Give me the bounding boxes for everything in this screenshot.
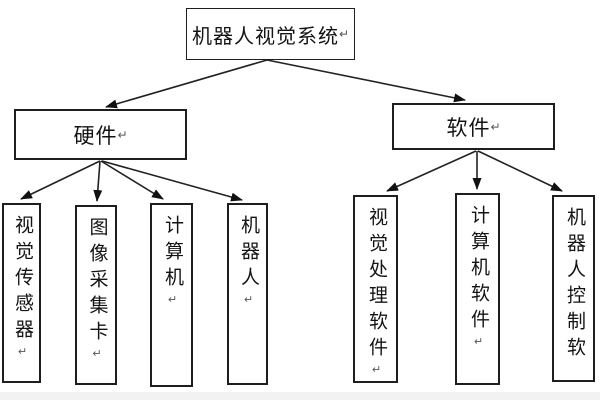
node-image-capture-card: 图像采集卡↵ xyxy=(75,205,117,385)
root-node-label: 机器人视觉系统 xyxy=(191,25,339,48)
paragraph-mark: ↵ xyxy=(241,293,254,306)
edge-root-software xyxy=(266,59,466,103)
paragraph-mark: ↵ xyxy=(90,347,103,360)
paragraph-mark: ↵ xyxy=(15,345,28,358)
node-root: 机器人视觉系统↵ xyxy=(186,8,355,60)
computer-label: 计算机 xyxy=(161,215,183,293)
vision-sensor-label: 视觉传感器 xyxy=(11,215,33,345)
edge-software-vision xyxy=(386,150,477,192)
node-software: 软件↵ xyxy=(392,103,555,150)
node-robot: 机器人↵ xyxy=(227,203,268,385)
paragraph-mark: ↵ xyxy=(369,363,382,376)
edge-hardware-capture xyxy=(93,160,103,202)
paragraph-mark: ↵ xyxy=(471,335,484,348)
image-capture-card-label: 图像采集卡 xyxy=(86,217,108,347)
node-robot-control-software: 机器人控制软 xyxy=(552,195,595,382)
edge-hardware-sensor xyxy=(20,160,101,200)
paragraph-mark: ↵ xyxy=(338,27,350,41)
node-computer: 计算机↵ xyxy=(150,203,193,387)
scan-artifact-band xyxy=(0,392,600,400)
paragraph-mark: ↵ xyxy=(117,127,128,142)
vision-processing-software-label: 视觉处理软件 xyxy=(365,207,387,363)
edge-software-control xyxy=(477,150,563,192)
paragraph-mark: ↵ xyxy=(490,119,501,134)
edge-hardware-robot xyxy=(101,160,243,202)
node-vision-sensor: 视觉传感器↵ xyxy=(2,203,41,383)
node-vision-processing-software: 视觉处理软件↵ xyxy=(353,195,398,383)
hardware-node-label: 硬件 xyxy=(73,124,118,148)
edge-root-hardware xyxy=(105,59,268,109)
robot-label: 机器人 xyxy=(237,215,259,293)
software-node-label: 软件 xyxy=(446,116,491,140)
paragraph-mark: ↵ xyxy=(165,293,178,306)
robot-control-software-label: 机器人控制软 xyxy=(563,207,585,363)
node-hardware: 硬件↵ xyxy=(14,109,187,160)
computer-software-label: 计算机软件 xyxy=(467,205,489,335)
node-computer-software: 计算机软件↵ xyxy=(455,193,500,385)
edge-hardware-computer xyxy=(100,160,164,200)
